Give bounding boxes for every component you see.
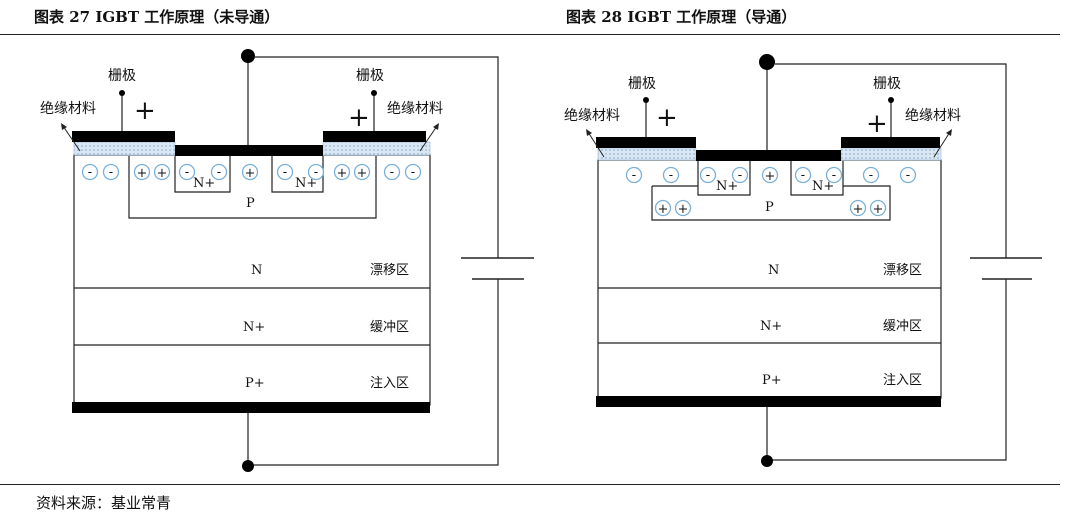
hole-sign: + <box>765 169 776 184</box>
n-plus-well-left-label: N+ <box>716 179 738 194</box>
gate-plus-right: + <box>348 103 370 133</box>
electron-sign: - <box>832 168 836 183</box>
electron-sign: - <box>632 168 636 183</box>
n-drift-region-label: N <box>251 263 262 278</box>
p-plus-injection-label: P+ <box>762 373 782 388</box>
injection-zone-label: 注入区 <box>370 376 409 391</box>
collector-electrode <box>596 396 941 407</box>
n-plus-well-left <box>697 161 751 196</box>
n-plus-well-right-label: N+ <box>812 179 834 194</box>
figure-28-caption: 图表 28 IGBT 工作原理（导通） <box>566 8 797 26</box>
drift-zone-label: 漂移区 <box>883 262 922 278</box>
insulator-label-left: 绝缘材料 <box>40 101 96 117</box>
gate-electrode-left <box>72 131 175 142</box>
n-plus-buffer-label: N+ <box>243 320 265 335</box>
emitter-terminal <box>241 49 255 63</box>
charge-rings-left <box>81 163 422 181</box>
p-region-label: P <box>246 196 255 211</box>
collector-electrode <box>72 402 430 413</box>
igbt-off-diagram: 栅极 栅极 绝缘材料 绝缘材料 + + N+ N+ P N 漂移区 N+ 缓冲区… <box>40 49 534 472</box>
hole-sign: + <box>337 166 348 181</box>
electron-sign: - <box>390 165 394 180</box>
collector-terminal <box>242 460 254 472</box>
figure-27-caption: 图表 27 IGBT 工作原理（未导通） <box>34 8 280 26</box>
gate-electrode-right <box>841 137 940 148</box>
igbt-on-diagram: 栅极 栅极 绝缘材料 绝缘材料 + + N+ N+ P N 漂移区 N+ 缓冲区… <box>564 54 1042 467</box>
insulator-right <box>322 141 431 156</box>
emitter-terminal <box>759 54 775 70</box>
hole-sign: + <box>137 166 148 181</box>
gate-label-right: 栅极 <box>356 68 384 84</box>
n-plus-well-left <box>174 156 231 193</box>
gate-terminal-left <box>643 97 649 103</box>
electron-sign: - <box>185 165 189 180</box>
electron-sign: - <box>669 168 673 183</box>
electron-sign: - <box>706 168 710 183</box>
hole-sign: + <box>678 202 689 217</box>
n-plus-well-right-label: N+ <box>295 176 317 191</box>
electron-sign: - <box>738 168 742 183</box>
drift-zone-label: 漂移区 <box>370 262 409 278</box>
gate-terminal-right <box>371 90 377 96</box>
n-plus-well-left-label: N+ <box>193 176 215 191</box>
bottom-divider <box>0 484 1060 485</box>
hole-sign: + <box>873 202 884 217</box>
gate-plus-right: + <box>866 109 888 139</box>
electron-sign: - <box>411 165 415 180</box>
electron-sign: - <box>88 165 92 180</box>
circuit-wire-bottom <box>250 279 499 466</box>
n-drift-region-label: N <box>768 263 779 278</box>
electron-sign: - <box>906 168 910 183</box>
source-note: 资料来源：基业常青 <box>36 494 172 512</box>
gate-electrode-left <box>596 137 696 148</box>
buffer-zone-label: 缓冲区 <box>370 320 409 335</box>
gate-label-left: 栅极 <box>108 68 136 84</box>
insulator-arrow-right <box>419 125 438 152</box>
p-well-outline <box>651 185 891 221</box>
electron-sign: - <box>314 165 318 180</box>
electron-sign: - <box>217 165 221 180</box>
emitter-electrode <box>696 150 841 161</box>
insulator-arrow-left <box>587 131 605 158</box>
insulator-label-right: 绝缘材料 <box>905 108 961 124</box>
insulator-label-right: 绝缘材料 <box>387 101 443 117</box>
circuit-wire-top <box>775 63 1007 258</box>
gate-electrode-right <box>323 131 426 142</box>
collector-terminal <box>761 455 773 467</box>
hole-sign: + <box>245 166 256 181</box>
hole-sign: + <box>357 166 368 181</box>
p-well-outline <box>128 156 377 219</box>
gate-terminal-left <box>119 90 125 96</box>
p-region-label: P <box>765 200 774 215</box>
circuit-wire-bottom <box>770 279 1007 461</box>
injection-zone-label: 注入区 <box>883 373 922 388</box>
insulator-right <box>840 147 942 161</box>
insulator-left <box>597 147 697 161</box>
hole-sign: + <box>853 202 864 217</box>
insulator-arrow-left <box>62 125 81 152</box>
n-plus-buffer-label: N+ <box>760 319 782 334</box>
electron-sign: - <box>869 168 873 183</box>
gate-terminal-right <box>888 97 894 103</box>
gate-plus-left: + <box>134 96 156 126</box>
gate-label-left: 栅极 <box>628 76 656 92</box>
gate-plus-left: + <box>656 103 678 133</box>
top-divider <box>0 34 1060 35</box>
buffer-zone-label: 缓冲区 <box>883 319 922 334</box>
charge-rings-right <box>625 166 917 217</box>
p-plus-injection-label: P+ <box>245 376 265 391</box>
hole-sign: + <box>157 166 168 181</box>
electron-sign: - <box>801 168 805 183</box>
insulator-label-left: 绝缘材料 <box>564 108 620 124</box>
n-plus-well-right <box>790 161 844 196</box>
electron-sign: - <box>109 165 113 180</box>
gate-label-right: 栅极 <box>873 76 901 92</box>
insulator-arrow-right <box>933 131 951 158</box>
emitter-electrode <box>175 145 323 156</box>
insulator-left <box>73 141 176 156</box>
circuit-wire-top <box>255 56 499 258</box>
electron-sign: - <box>283 165 287 180</box>
hole-sign: + <box>658 202 669 217</box>
